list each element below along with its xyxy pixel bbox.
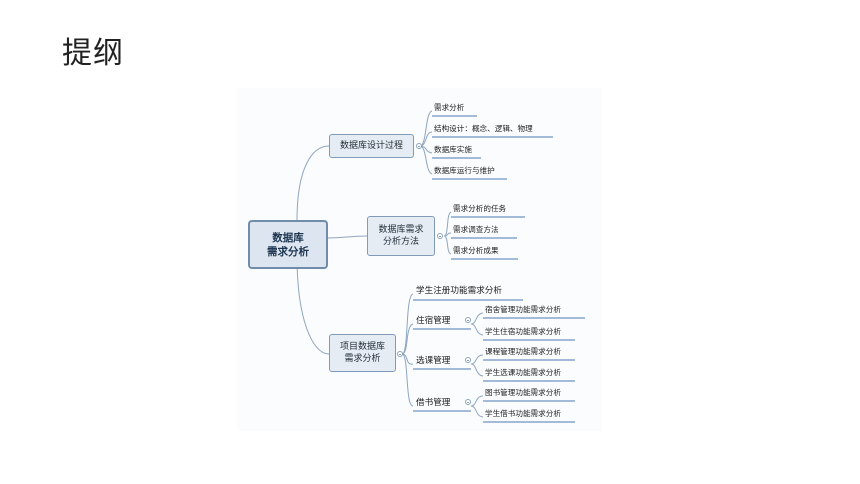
branch2-line1: 数据库需求 — [378, 225, 424, 235]
leaf-dormitory-management[interactable]: 宿舍管理功能需求分析 — [485, 305, 561, 314]
slide-title: 提纲 — [62, 36, 124, 71]
collapse-toggle-icon[interactable] — [416, 143, 422, 149]
sub-book-borrowing-management[interactable]: 借书管理 — [416, 398, 451, 408]
leaf-requirements-analysis-task[interactable]: 需求分析的任务 — [453, 204, 507, 213]
branch3-line2: 需求分析 — [344, 354, 381, 364]
root-node-line2: 需求分析 — [267, 245, 309, 258]
leaf-student-registration[interactable]: 学生注册功能需求分析 — [416, 286, 502, 296]
collapse-toggle-icon[interactable] — [465, 357, 471, 363]
leaf-requirements-survey-method[interactable]: 需求调查方法 — [453, 225, 499, 234]
branch1-label: 数据库设计过程 — [339, 141, 403, 151]
branch3-line1: 项目数据库 — [339, 342, 385, 352]
leaf-requirements-analysis[interactable]: 需求分析 — [434, 103, 465, 112]
leaf-structure-design[interactable]: 结构设计：概念、逻辑、物理 — [434, 124, 533, 133]
root-node-line1: 数据库 — [272, 231, 304, 244]
leaf-course-management[interactable]: 课程管理功能需求分析 — [485, 347, 561, 356]
leaf-database-implementation[interactable]: 数据库实施 — [434, 145, 472, 154]
leaf-student-course-selection[interactable]: 学生选课功能需求分析 — [485, 368, 561, 377]
leaf-student-accommodation[interactable]: 学生住宿功能需求分析 — [485, 327, 561, 336]
mind-map-connectors — [296, 110, 585, 423]
leaf-database-operation-maintenance[interactable]: 数据库运行与维护 — [434, 166, 495, 175]
root-node[interactable]: 数据库 需求分析 — [248, 220, 328, 269]
connector-root-branch2 — [327, 235, 368, 239]
branch-project-database-requirements[interactable]: 项目数据库 需求分析 — [329, 334, 396, 372]
branch-requirements-analysis-method[interactable]: 数据库需求 分析方法 — [367, 216, 435, 256]
branch-database-design-process[interactable]: 数据库设计过程 — [329, 134, 414, 158]
sub-accommodation-management[interactable]: 住宿管理 — [416, 316, 451, 326]
connector-root-branch1 — [296, 145, 330, 221]
collapse-toggle-icon[interactable] — [465, 399, 471, 405]
leaf-requirements-analysis-result[interactable]: 需求分析成果 — [453, 246, 499, 255]
collapse-toggle-icon[interactable] — [465, 317, 471, 323]
branch2-line2: 分析方法 — [382, 237, 419, 247]
mind-map: 数据库 需求分析 数据库设计过程 需求分析 结构设计：概念、逻辑、物理 数据库实… — [237, 88, 602, 431]
sub-course-selection-management[interactable]: 选课管理 — [416, 356, 451, 366]
leaf-book-management[interactable]: 图书管理功能需求分析 — [485, 388, 561, 397]
leaf-student-book-borrowing[interactable]: 学生借书功能需求分析 — [485, 409, 561, 418]
connector-root-branch3 — [296, 255, 330, 355]
collapse-toggle-icon[interactable] — [437, 233, 443, 239]
collapse-toggle-icon[interactable] — [397, 351, 403, 357]
